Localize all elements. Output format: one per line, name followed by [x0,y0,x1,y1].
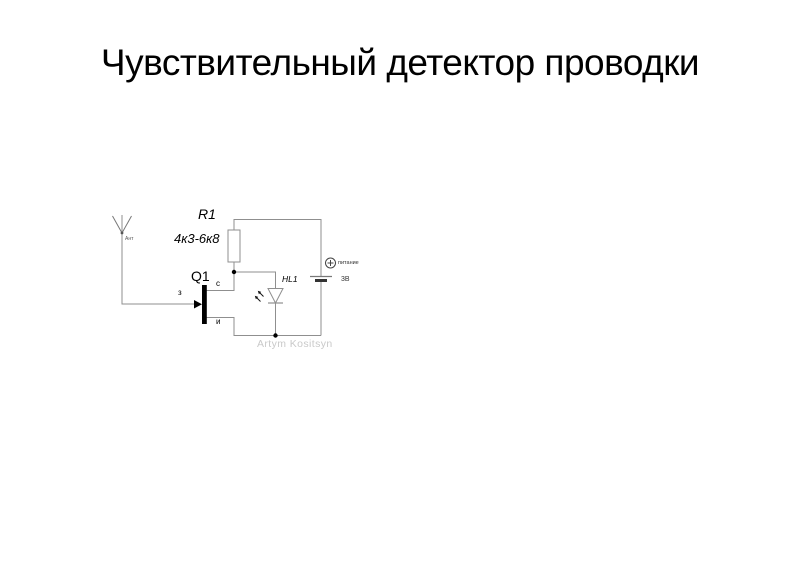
antenna-icon [112,215,132,235]
wire-drain-to-resistor [206,262,235,291]
antenna-junction [120,231,124,235]
wires [121,215,322,336]
led-triangle [267,288,284,305]
page-title: Чувствительный детектор проводки [100,42,700,83]
led-designator-label: HL1 [282,274,298,284]
gate-arrow-icon [194,300,202,309]
transistor-source-label: и [216,317,221,326]
junction-dot [231,269,237,275]
transistor-gate-label: з [178,288,182,297]
transistor-drain-label: с [216,279,220,288]
antenna-label: Ант [125,236,134,242]
junction-dot [273,333,278,338]
antenna-arms [112,215,132,234]
plus-circle-icon [325,257,336,269]
wire-led-anode [234,271,276,289]
transistor-designator-label: Q1 [191,268,210,284]
resistor-value-label: 4к3-6к8 [174,231,220,246]
resistor-designator-label: R1 [198,206,216,222]
battery-voltage-label: 3В [341,276,350,283]
wire-resistor-to-battery-top [233,219,322,276]
led-symbol [254,288,284,305]
wire-antenna-to-gate [121,215,194,305]
battery-symbol [310,257,336,282]
resistor-body [227,229,241,263]
wire-source-to-battery-bottom [206,317,321,336]
transistor-symbol [194,285,207,324]
watermark-text: Artym Kositsyn [257,338,333,350]
transistor-channel-bar [202,285,207,324]
led-light-arrows-icon [254,290,264,302]
battery-name-label: питание [338,260,359,266]
